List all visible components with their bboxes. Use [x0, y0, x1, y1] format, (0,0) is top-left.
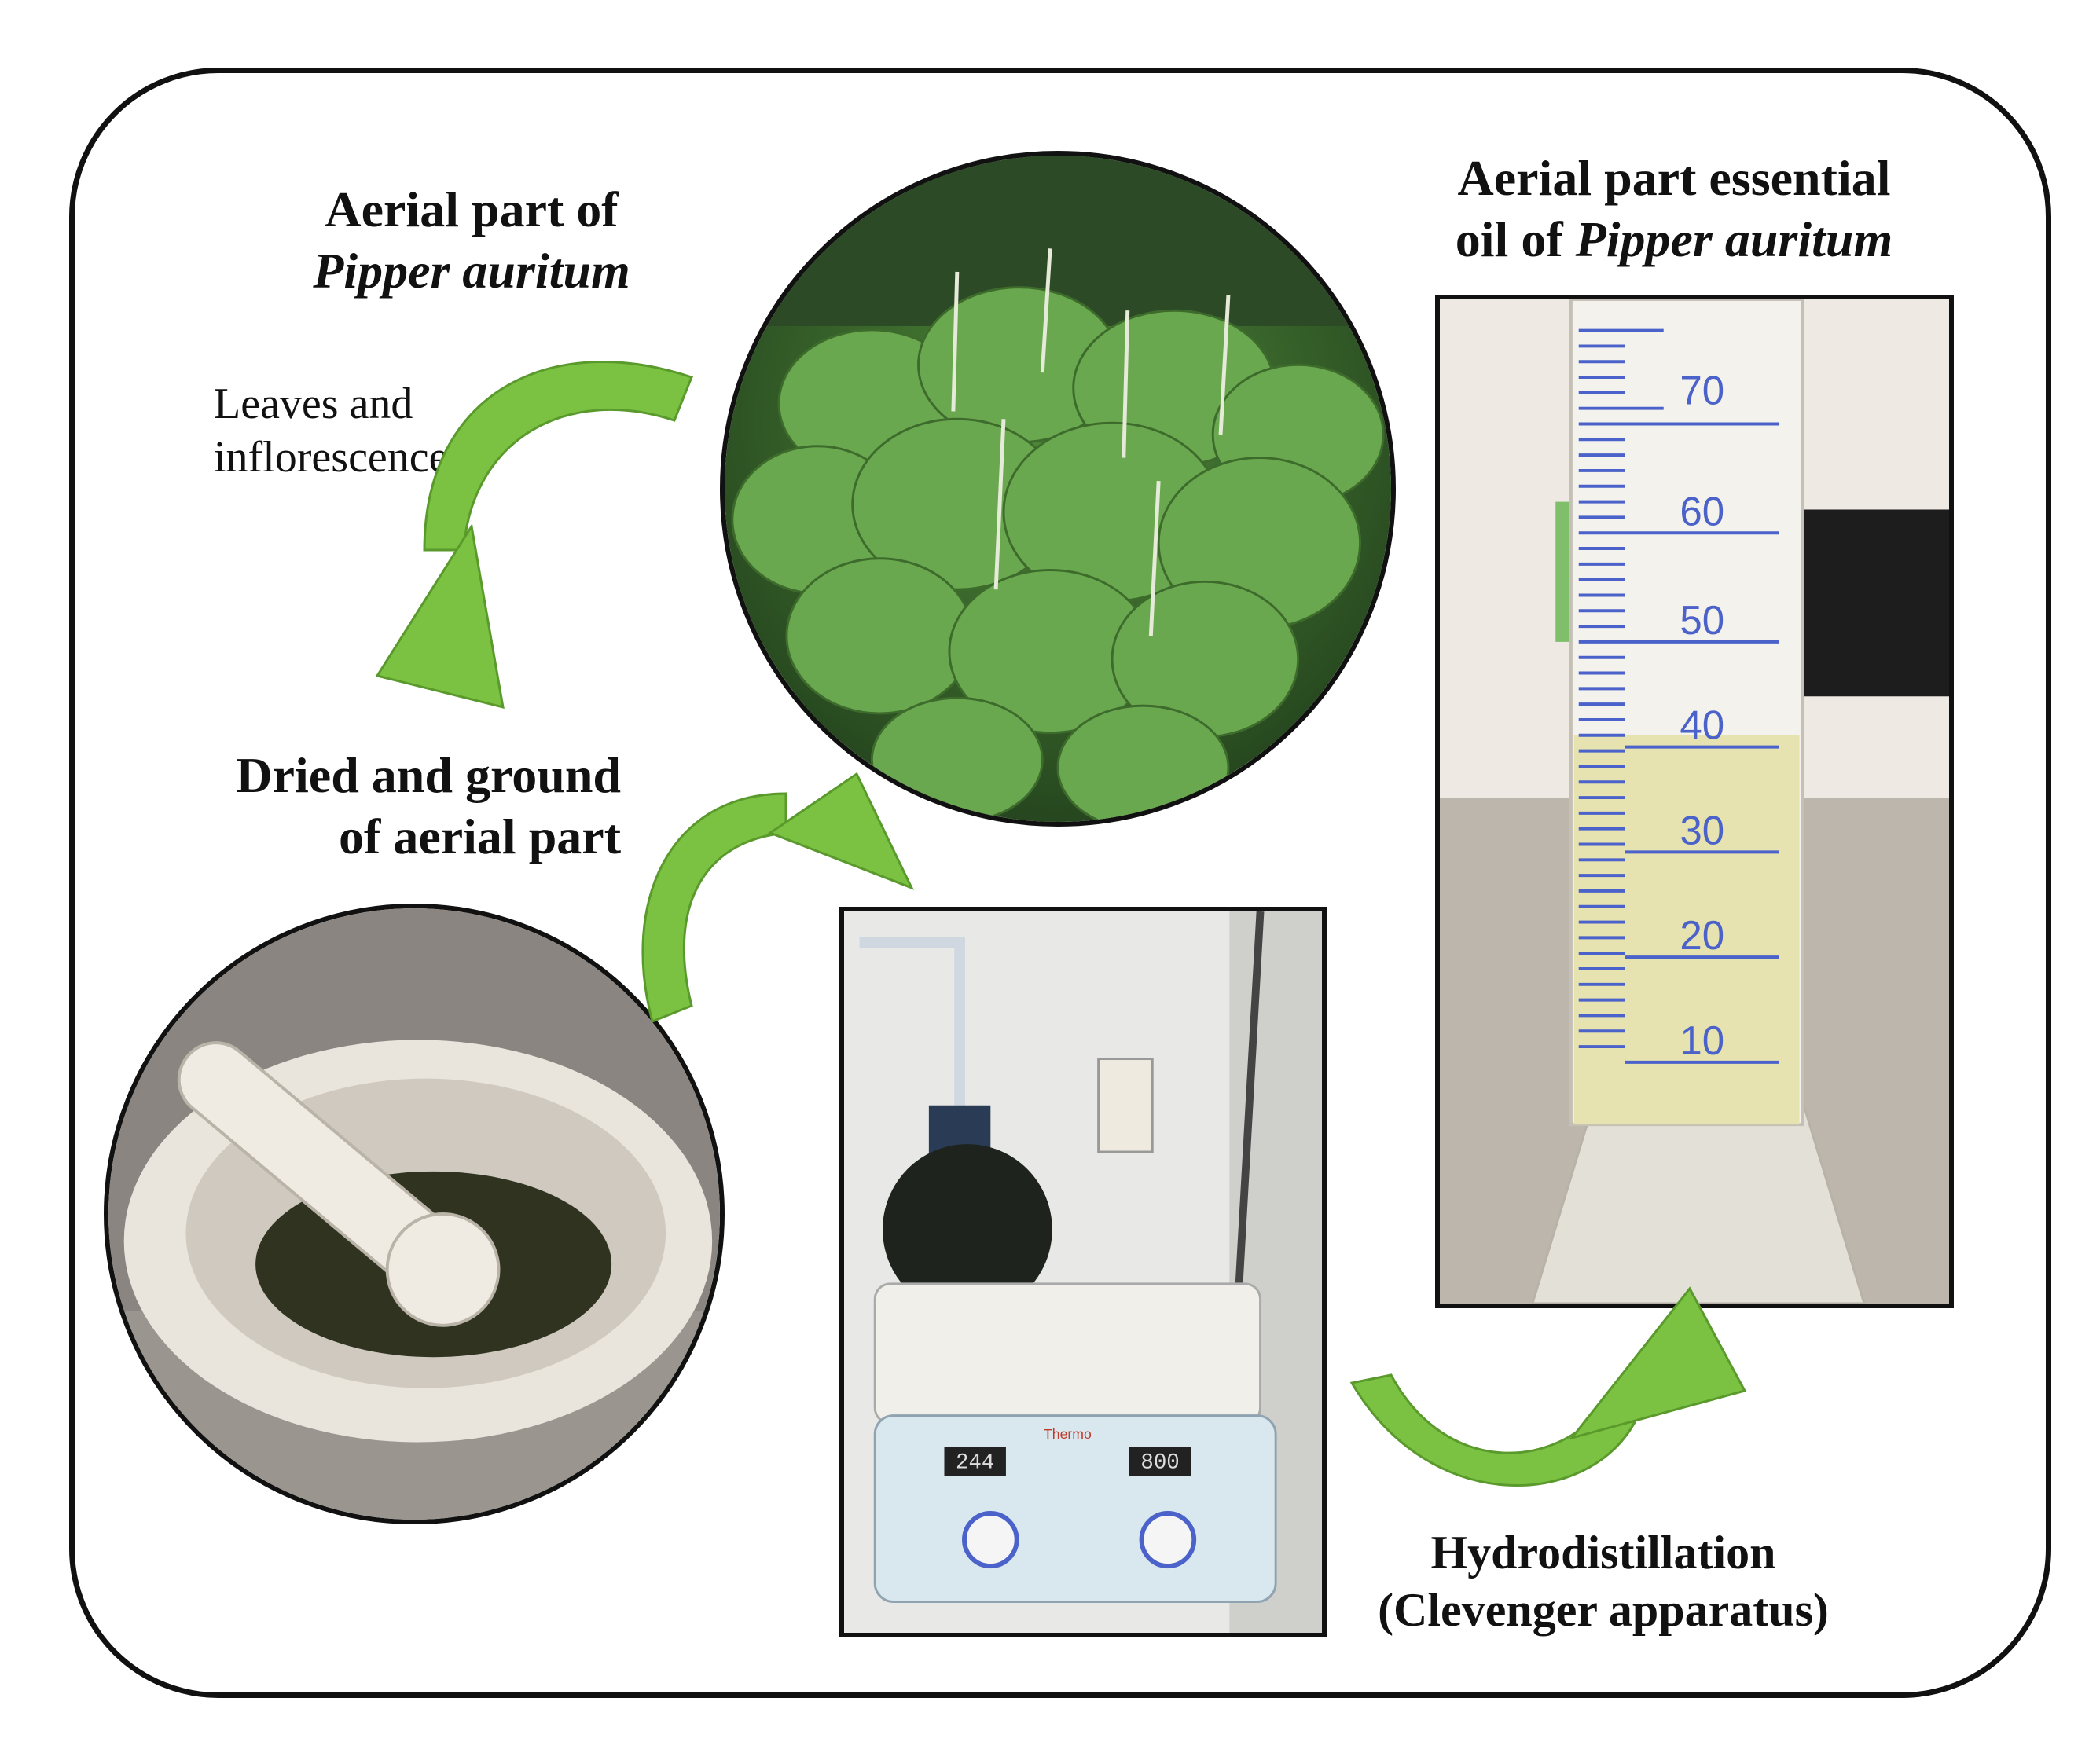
aerial-part-title-species: Pipper auritum	[313, 243, 630, 299]
diagram-frame	[69, 68, 2051, 1698]
leaves-label: Leaves and inflorescences	[214, 377, 544, 485]
graduation-label-40: 40	[1680, 703, 1724, 748]
hydrodistillation-caption-line1: Hydrodistillation	[1430, 1527, 1776, 1578]
essential-oil-title: Aerial part essential oil of Pipper auri…	[1407, 148, 1941, 270]
dried-ground-title: Dried and ground of aerial part	[157, 745, 621, 867]
essential-oil-title-species: Pipper auritum	[1575, 211, 1893, 268]
hotplate-right-knob	[1139, 1511, 1197, 1569]
mortar-pestle-photo	[104, 904, 725, 1524]
hotplate-left-display: 244	[956, 1451, 994, 1476]
hydrodistillation-caption: Hydrodistillation (Clevenger apparatus)	[1336, 1524, 1871, 1639]
graduation-label-10: 10	[1680, 1018, 1724, 1063]
mortar-illustration	[108, 908, 720, 1520]
hotplate-left-knob	[962, 1511, 1019, 1569]
essential-oil-title-prefix: oil of	[1455, 211, 1576, 268]
plant-photo	[720, 151, 1396, 827]
aerial-part-title: Aerial part of Pipper auritum	[267, 179, 676, 302]
essential-oil-title-line2: oil of Pipper auritum	[1407, 209, 1941, 270]
graduation-label-30: 30	[1680, 808, 1724, 852]
cylinder-illustration: 70 60 50 40 30 20 10	[1440, 299, 1949, 1304]
hotplate-right-display: 800	[1140, 1451, 1179, 1476]
leaves-label-line1: Leaves and	[214, 380, 413, 428]
essential-oil-title-line1: Aerial part essential	[1457, 150, 1891, 206]
dried-ground-title-line2: of aerial part	[339, 808, 621, 865]
hotplate-brand: Thermo	[1044, 1426, 1092, 1442]
cylinder-graduation-lines	[1578, 328, 1779, 1064]
graduated-cylinder-photo: 70 60 50 40 30 20 10	[1435, 295, 1954, 1308]
graduation-label-50: 50	[1680, 598, 1724, 643]
apparatus-illustration: 244 800 Thermo	[844, 911, 1322, 1633]
graduation-label-70: 70	[1680, 368, 1724, 413]
hydrodistillation-caption-line2: (Clevenger apparatus)	[1378, 1584, 1829, 1637]
dried-ground-title-line1: Dried and ground	[236, 747, 621, 803]
graduation-label-20: 20	[1680, 913, 1724, 958]
aerial-part-title-line1: Aerial part of	[325, 182, 619, 237]
clevenger-apparatus-photo: 244 800 Thermo	[839, 907, 1327, 1637]
leaves-label-line2: inflorescences	[214, 433, 466, 482]
graduation-label-60: 60	[1680, 489, 1724, 534]
plant-illustration	[725, 156, 1391, 822]
